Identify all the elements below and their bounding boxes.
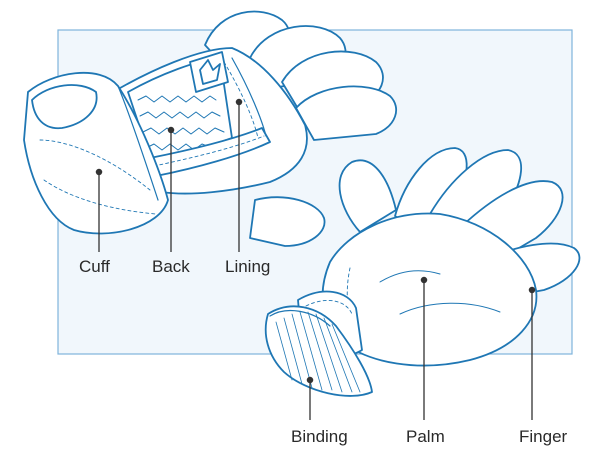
binding-label: Binding [291, 428, 348, 445]
palm-label: Palm [406, 428, 445, 445]
finger-label: Finger [519, 428, 567, 445]
cuff-label: Cuff [79, 258, 110, 275]
lining-label: Lining [225, 258, 270, 275]
back-label: Back [152, 258, 190, 275]
